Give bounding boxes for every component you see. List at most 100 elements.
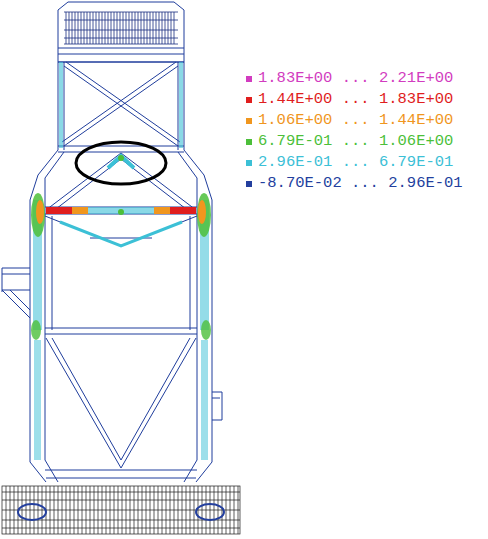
structure-line — [10, 486, 11, 534]
structure-line — [31, 193, 45, 237]
structure-line — [238, 486, 239, 534]
structure-line — [218, 486, 219, 534]
legend-row: 2.96E-01 ... 6.79E-01 — [246, 152, 463, 173]
structure-line — [130, 486, 131, 534]
structure-line — [156, 12, 157, 44]
structure-line — [182, 486, 183, 534]
structure-line — [45, 207, 197, 214]
structure-line — [64, 12, 178, 13]
structure-line — [66, 12, 67, 44]
structure-line — [66, 486, 67, 534]
structure-line — [84, 12, 85, 44]
tower-structure — [2, 2, 222, 482]
structure-line — [50, 486, 51, 534]
structure-line — [64, 12, 178, 44]
structure-line — [111, 12, 112, 44]
structure-line — [102, 486, 103, 534]
legend-text: 2.96E-01 ... 6.79E-01 — [258, 152, 453, 173]
structure-line — [170, 207, 196, 214]
structure-line — [45, 328, 197, 334]
structure-line — [90, 12, 91, 44]
structure-line — [196, 504, 224, 520]
structure-line — [118, 155, 124, 161]
structure-line — [162, 12, 163, 44]
structure-line — [58, 2, 184, 62]
structure-line — [90, 486, 91, 534]
structure-line — [94, 486, 95, 534]
legend-swatch — [246, 139, 252, 145]
structure-line — [194, 486, 195, 534]
structure-line — [88, 207, 154, 214]
structure-line — [150, 486, 151, 534]
structure-line — [58, 48, 184, 62]
structure-line — [142, 486, 143, 534]
structure-line — [138, 486, 139, 534]
structure-line — [126, 486, 127, 534]
structure-line — [106, 486, 107, 534]
structure-line — [114, 486, 115, 534]
contour-legend: 1.83E+00 ... 2.21E+001.44E+00 ... 1.83E+… — [246, 68, 463, 194]
structure-line — [62, 62, 180, 146]
legend-row: 1.06E+00 ... 1.44E+00 — [246, 110, 463, 131]
structure-line — [93, 12, 94, 44]
structure-line — [230, 486, 231, 534]
structure-line — [118, 209, 124, 215]
legend-swatch — [246, 76, 252, 82]
structure-line — [52, 216, 190, 330]
structure-line — [26, 486, 27, 534]
structure-line — [46, 207, 72, 214]
structure-line — [34, 340, 41, 460]
structure-line — [58, 146, 184, 152]
structure-line — [2, 268, 30, 318]
structure-line — [99, 12, 100, 44]
structure-line — [222, 486, 223, 534]
structure-line — [54, 486, 55, 534]
structure-line — [201, 340, 208, 460]
structure-line — [129, 12, 130, 44]
structure-line — [135, 12, 136, 44]
structure-line — [59, 62, 63, 148]
legend-row: 1.44E+00 ... 1.83E+00 — [246, 89, 463, 110]
structure-line — [147, 12, 148, 44]
structure-line — [82, 486, 83, 534]
structure-line — [22, 486, 23, 534]
structure-line — [58, 62, 184, 150]
structure-line — [87, 12, 88, 44]
legend-text: 6.79E-01 ... 1.06E+00 — [258, 131, 453, 152]
highlight-circle — [76, 142, 166, 184]
structure-line — [74, 486, 75, 534]
structure-line — [154, 486, 155, 534]
legend-swatch — [246, 181, 252, 187]
structure-line — [202, 486, 203, 534]
legend-row: -8.70E-02 ... 2.96E-01 — [246, 173, 463, 194]
legend-text: 1.44E+00 ... 1.83E+00 — [258, 89, 453, 110]
structure-line — [117, 12, 118, 44]
structure-line — [234, 486, 235, 534]
structure-line — [158, 486, 159, 534]
structure-line — [78, 12, 79, 44]
structure-line — [226, 486, 227, 534]
structure-line — [186, 486, 187, 534]
structure-line — [201, 320, 211, 340]
structure-line — [98, 486, 99, 534]
structure-line — [58, 486, 59, 534]
structure-line — [162, 486, 163, 534]
structure-line — [78, 486, 79, 534]
structure-line — [122, 486, 123, 534]
structure-line — [174, 486, 175, 534]
structure-line — [86, 486, 87, 534]
legend-swatch — [246, 118, 252, 124]
structure-line — [14, 486, 15, 534]
structure-line — [118, 486, 119, 534]
structure-line — [146, 486, 147, 534]
structure-line — [144, 12, 145, 44]
legend-text: 1.83E+00 ... 2.21E+00 — [258, 68, 453, 89]
structure-line — [132, 12, 133, 44]
structure-line — [120, 12, 121, 44]
structure-line — [6, 486, 7, 534]
structure-line — [165, 12, 166, 44]
structure-line — [214, 486, 215, 534]
legend-row: 1.83E+00 ... 2.21E+00 — [246, 68, 463, 89]
structure-line — [190, 486, 191, 534]
structure-line — [45, 216, 197, 246]
